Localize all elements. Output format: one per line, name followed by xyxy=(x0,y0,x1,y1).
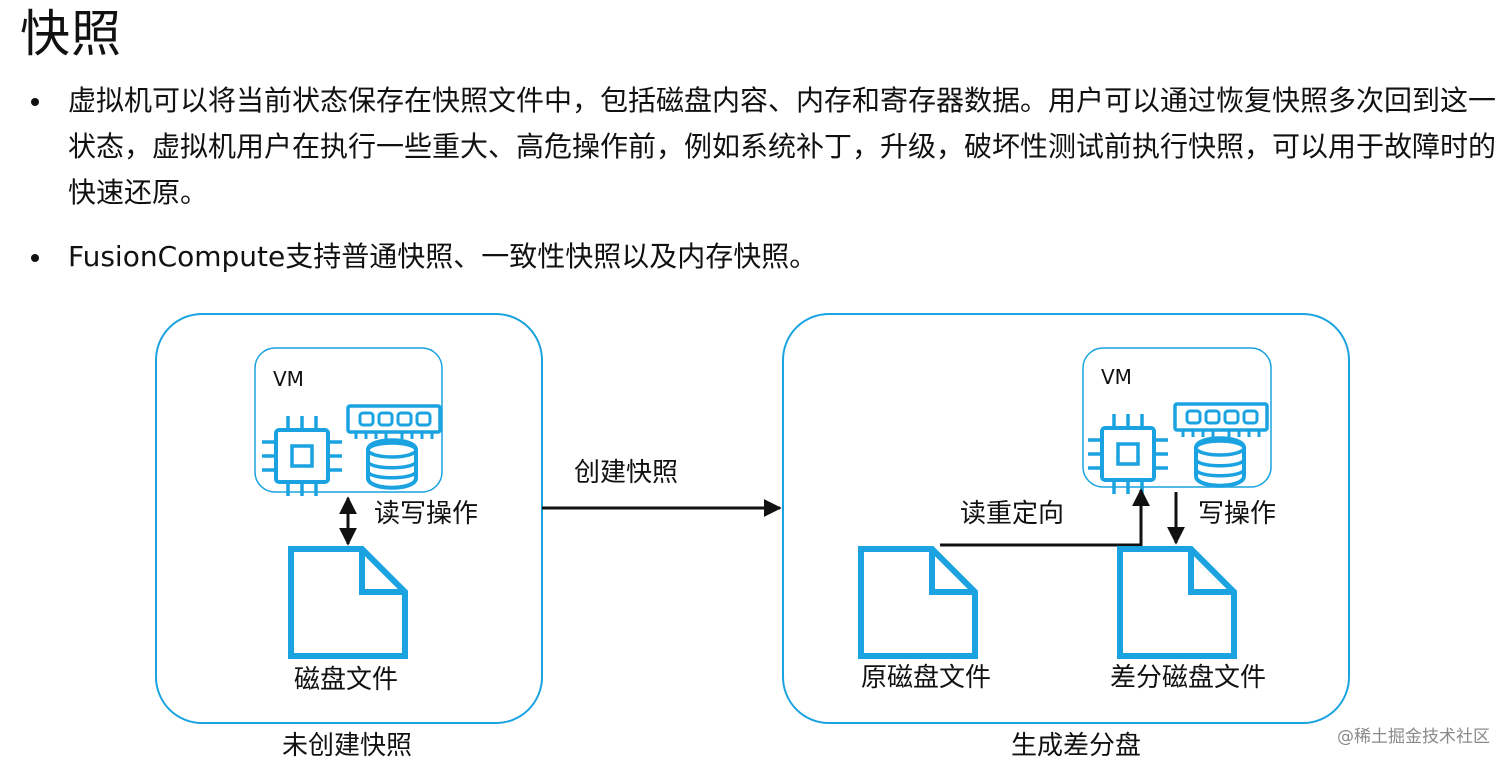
cpu-icon xyxy=(1086,412,1170,496)
read-redirect-arrow xyxy=(940,488,1150,547)
bullet-dot xyxy=(31,98,39,106)
bullet-dot xyxy=(31,254,39,262)
right-vm-box xyxy=(1082,347,1272,488)
right-panel xyxy=(782,313,1350,724)
original-disk-label: 原磁盘文件 xyxy=(861,663,992,693)
left-panel xyxy=(155,313,543,724)
memory-icon xyxy=(1173,402,1269,439)
bullet-text: 虚拟机可以将当前状态保存在快照文件中，包括磁盘内容、内存和寄存器数据。用户可以通… xyxy=(68,84,1497,209)
right-panel-caption: 生成差分盘 xyxy=(1011,731,1142,761)
bullet-item: FusionCompute支持普通快照、一致性快照以及内存快照。 xyxy=(28,234,1498,280)
bullet-list: 虚拟机可以将当前状态保存在快照文件中，包括磁盘内容、内存和寄存器数据。用户可以通… xyxy=(28,78,1498,280)
database-icon xyxy=(366,438,418,490)
left-panel-caption: 未创建快照 xyxy=(282,731,413,761)
left-vm-label: VM xyxy=(273,367,304,391)
write-label: 写操作 xyxy=(1198,499,1277,529)
disk-file-label: 磁盘文件 xyxy=(294,665,399,695)
create-snapshot-label: 创建快照 xyxy=(574,458,679,488)
file-icon xyxy=(1120,549,1234,656)
bullet-text: FusionCompute支持普通快照、一致性快照以及内存快照。 xyxy=(68,240,818,273)
left-vm-box xyxy=(254,347,443,493)
read-redirect-label: 读重定向 xyxy=(960,499,1065,529)
right-vm-label: VM xyxy=(1101,365,1132,389)
cpu-icon xyxy=(260,414,344,498)
database-icon xyxy=(1194,436,1246,488)
read-write-label: 读写操作 xyxy=(374,499,479,529)
watermark: @稀土掘金技术社区 xyxy=(1337,727,1490,747)
slide-title: 快照 xyxy=(20,5,122,63)
diff-disk-label: 差分磁盘文件 xyxy=(1110,663,1267,693)
file-icon xyxy=(861,549,975,656)
file-icon xyxy=(291,549,405,656)
bullet-item: 虚拟机可以将当前状态保存在快照文件中，包括磁盘内容、内存和寄存器数据。用户可以通… xyxy=(28,78,1498,216)
memory-icon xyxy=(346,404,442,441)
